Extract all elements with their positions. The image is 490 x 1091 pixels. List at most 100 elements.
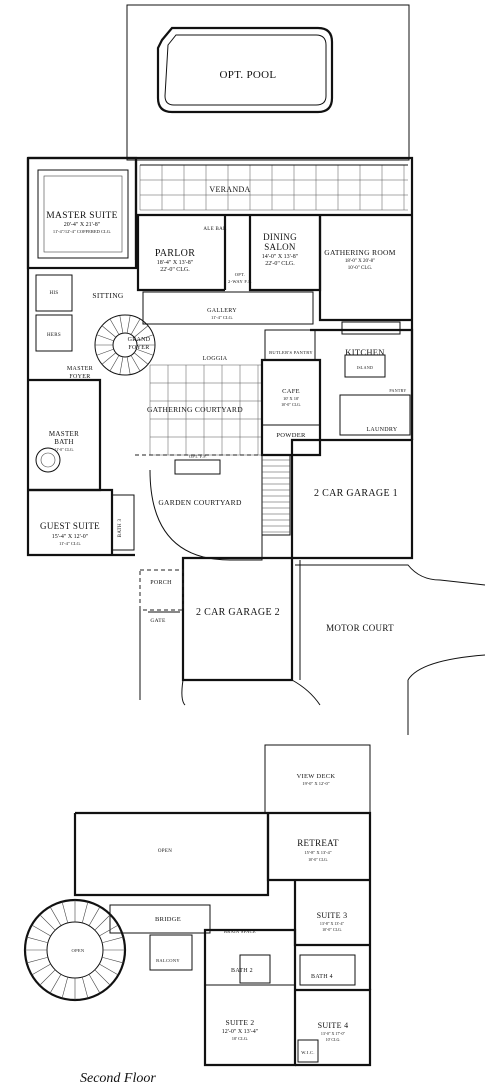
wic-label: W.I.C. xyxy=(301,1050,315,1055)
drawing-line xyxy=(39,914,56,931)
drawing-line xyxy=(61,901,69,924)
open-label-1: OPEN xyxy=(158,849,172,854)
drawing-line xyxy=(119,356,124,375)
guest-suite-note: 11'-4" CLG. xyxy=(59,541,81,546)
motor-court-label: MOTOR COURT xyxy=(326,623,394,633)
suite3-note: 10'-0" CLG. xyxy=(322,927,342,932)
gallery-note: 11'-4" CLG. xyxy=(211,315,233,320)
island-label: ISLAND xyxy=(357,365,373,370)
drawing-line xyxy=(133,352,149,365)
gallery-label: GALLERY xyxy=(207,308,237,314)
garden-courtyard-label: GARDEN COURTYARD xyxy=(158,498,242,507)
cafe-note: 10'-0" CLG. xyxy=(281,402,301,407)
drawing-line xyxy=(109,355,120,372)
view-deck-dims: 19'-0" X 12'-0" xyxy=(302,781,329,786)
suite4-dims: 13'-0" X 17'-0" xyxy=(321,1031,346,1036)
drawing-line xyxy=(49,974,62,994)
drawing-line xyxy=(96,334,114,342)
retreat-note: 10'-0" CLG. xyxy=(308,857,328,862)
room-labels: OPT. POOL VERANDA MASTER SUITE 20'-4" X … xyxy=(40,69,406,1055)
drawing-line xyxy=(96,348,114,356)
drawing-line xyxy=(31,963,51,976)
suite2-dims: 12'-0" X 13'-4" xyxy=(222,1029,259,1035)
veranda-tiles xyxy=(139,164,408,211)
garage1-label: 2 CAR GARAGE 1 xyxy=(314,488,398,499)
suite2-note: 10' CLG. xyxy=(232,1036,249,1041)
drawing-line xyxy=(133,325,149,338)
drawing-line xyxy=(31,924,51,937)
drawing-line xyxy=(88,906,101,926)
drawing-line xyxy=(88,974,101,994)
opt-fp-label: OPT. F.P. xyxy=(189,454,207,459)
gathering-room-note: 10'-0" CLG. xyxy=(348,266,373,271)
gathering-courtyard-label: GATHERING COURTYARD xyxy=(147,405,243,414)
hers-label: HERS xyxy=(47,333,61,338)
grand-foyer-label-1: GRAND xyxy=(128,337,151,343)
sitting-label: SITTING xyxy=(92,291,124,300)
parlor-label: PARLOR xyxy=(155,248,195,259)
butlers-pantry-label: BUTLER'S PANTRY xyxy=(269,350,313,355)
fireplace-label-2: 2-WAY F.P. xyxy=(228,279,252,284)
bath3-label: BATH 3 xyxy=(118,518,123,537)
drawing-line xyxy=(109,318,120,335)
drawing-line xyxy=(136,334,154,342)
drawing-line xyxy=(26,936,49,944)
drawing-line xyxy=(126,315,131,334)
guest-suite-label: GUEST SUITE xyxy=(40,521,100,531)
ale-bar-label: ALE BAR xyxy=(203,227,227,232)
dining-label-2: SALON xyxy=(264,242,296,252)
straight-stair xyxy=(262,459,290,533)
second-floor-walls xyxy=(23,744,372,1067)
loggia-label: LOGGIA xyxy=(203,356,228,362)
suite3-dims: 13'-8" X 13'-4" xyxy=(320,921,345,926)
drawing-line xyxy=(39,969,56,986)
drawing-line xyxy=(130,355,141,372)
master-bath-label-1: MASTER xyxy=(49,430,79,438)
suite4-note: 10' CLG. xyxy=(326,1037,341,1042)
gathering-room-dims: 18'-0" X 20'-8" xyxy=(345,259,375,264)
master-suite-label: MASTER SUITE xyxy=(46,211,117,221)
drawing-line xyxy=(94,969,111,986)
retreat-label: RETREAT xyxy=(297,838,339,848)
cafe-label: CAFE xyxy=(282,388,300,395)
pantry-label: PANTRY xyxy=(389,388,406,393)
guest-suite-dims: 15'-4" X 12'-0" xyxy=(52,534,89,540)
drawing-line xyxy=(81,976,89,999)
parlor-dims: 18'-4" X 13'-8" xyxy=(157,260,194,266)
bridge-label: BRIDGE xyxy=(155,916,181,923)
dining-label: DINING xyxy=(263,232,297,242)
drawing-line xyxy=(99,963,119,976)
drawing-line xyxy=(61,976,69,999)
powder-label: POWDER xyxy=(276,432,306,439)
drawing-line xyxy=(119,315,124,334)
veranda-label: VERANDA xyxy=(209,185,250,194)
master-foyer-label-1: MASTER xyxy=(67,366,93,372)
spiral-stair-1 xyxy=(95,315,155,375)
master-bath-note: 11'-0" CLG. xyxy=(54,447,74,452)
drawing-line xyxy=(101,325,117,338)
second-floor-caption: Second Floor xyxy=(80,1071,156,1086)
suite2-label: SUITE 2 xyxy=(226,1018,255,1027)
courtyard-tiles xyxy=(149,364,262,456)
drawing-line xyxy=(101,352,117,365)
first-floor-walls xyxy=(26,156,486,735)
parlor-note: 22'-0" CLG. xyxy=(160,267,190,273)
drawing-line xyxy=(49,906,62,926)
pool-area xyxy=(126,4,410,161)
laundry-label: LAUNDRY xyxy=(366,427,397,433)
master-suite-note: 11'-4"/12'-4" COFFERED CLG. xyxy=(53,229,111,234)
drawing-line xyxy=(130,318,141,335)
his-label: HIS xyxy=(50,291,59,296)
bath4-label: BATH 4 xyxy=(311,974,333,980)
drawing-line xyxy=(101,956,124,964)
suite3-label: SUITE 3 xyxy=(317,911,348,920)
drawing-line xyxy=(26,956,49,964)
cafe-dims: 10' X 10' xyxy=(283,396,299,401)
brain-space-label: BRAIN SPACE xyxy=(224,929,256,934)
drawing-line xyxy=(81,901,89,924)
bath2-label: BATH 2 xyxy=(231,968,253,974)
pool-label: OPT. POOL xyxy=(220,69,277,81)
master-foyer-label-2: FOYER xyxy=(69,374,90,380)
suite4-label: SUITE 4 xyxy=(318,1021,349,1030)
